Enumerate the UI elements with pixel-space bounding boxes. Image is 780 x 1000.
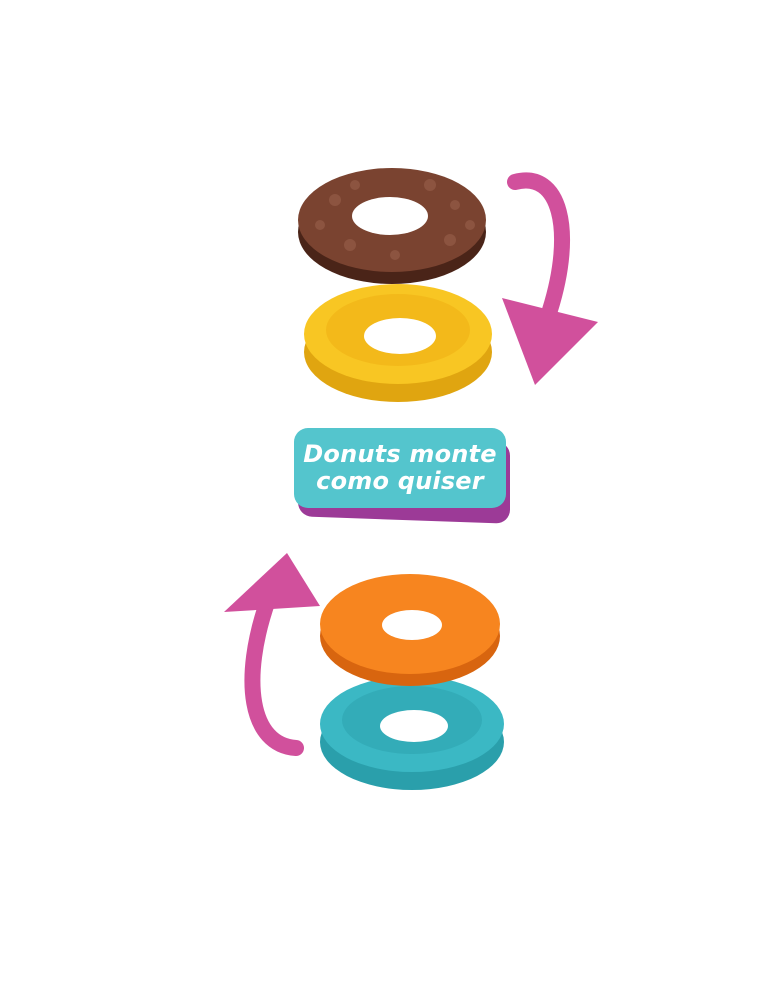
chocolate-donut-top	[298, 168, 486, 284]
badge-face: Donuts monte como quiser	[294, 428, 506, 508]
orange-donut-top	[320, 574, 500, 686]
rotate-arrow-down-icon	[502, 172, 598, 385]
tagline-badge: Donuts monte como quiser	[294, 428, 510, 524]
yellow-donut-base	[304, 284, 492, 402]
badge-line-2: como quiser	[316, 467, 484, 495]
rotate-arrow-up-icon	[224, 553, 320, 756]
badge-line-1: Donuts monte	[303, 440, 497, 468]
teal-donut-base	[320, 676, 504, 790]
